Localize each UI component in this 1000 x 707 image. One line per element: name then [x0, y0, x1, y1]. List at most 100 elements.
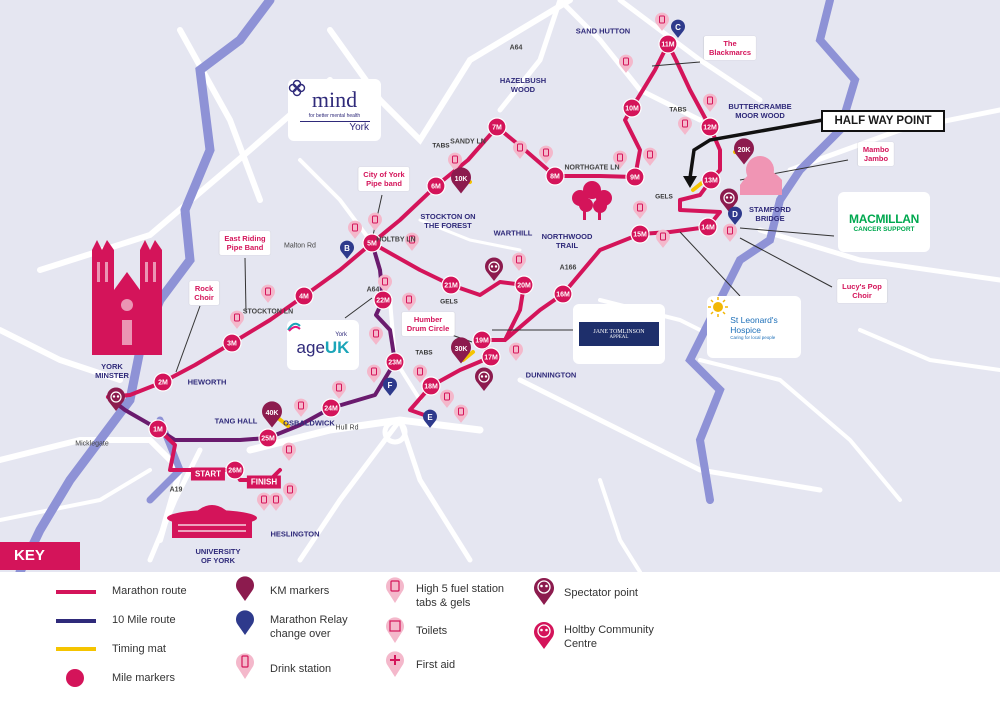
aid-station-icon	[332, 380, 347, 399]
spectator-point-icon	[485, 257, 503, 281]
aid-station-icon	[230, 310, 244, 329]
key-label-fuel: High 5 fuel station tabs & gels	[416, 583, 505, 609]
york-minster-illustration	[92, 240, 162, 355]
mile-marker: 12M	[700, 117, 720, 137]
aid-station-icon	[643, 147, 658, 166]
key-ten-mile-line-icon	[56, 619, 96, 623]
mile-marker-label: 11M	[661, 42, 674, 49]
mile-marker-label: 23M	[388, 360, 402, 367]
aid-station-icon	[367, 212, 382, 231]
university-of-york-illustration	[167, 505, 257, 538]
jane-name: JANE TOMLINSON	[593, 328, 645, 335]
aid-station-icon	[405, 232, 420, 251]
station-type-label: TABS	[432, 142, 450, 150]
relay-label: C	[675, 23, 681, 32]
aid-station-icon	[678, 116, 693, 135]
key-label-spectator: Spectator point	[564, 587, 638, 599]
spectator-point-icon	[107, 387, 125, 411]
start-label: START	[190, 467, 226, 481]
mile-marker: 6M	[426, 176, 446, 196]
mind-york-logo: mind for better mental health York	[288, 79, 381, 141]
aid-station-icon	[348, 220, 362, 239]
mile-marker: 17M	[481, 347, 501, 367]
road-label: NORTHGATE LN	[564, 164, 620, 172]
mile-marker: 25M	[258, 428, 278, 448]
mile-marker-label: 9M	[630, 175, 640, 182]
key-timing-mat-icon	[56, 647, 96, 651]
place-label: YORK MINSTER	[95, 362, 129, 380]
mile-marker-label: 17M	[484, 355, 498, 362]
road-label: A19	[169, 486, 183, 494]
mile-marker: 2M	[153, 372, 173, 392]
km-marker-label: 10K	[455, 176, 468, 183]
km-marker-label: 40K	[266, 410, 279, 417]
mile-marker: 1M	[148, 419, 168, 439]
entertainment-label: Mambo Jambo	[857, 142, 895, 166]
place-label: SAND HUTTON	[575, 26, 631, 36]
km-marker: 40K	[261, 401, 282, 428]
aid-station-icon	[633, 200, 648, 219]
entertainment-label: The Blackmarcs	[703, 36, 757, 60]
northwood-trees-illustration	[572, 181, 612, 220]
aid-station-icon	[539, 145, 553, 164]
key-label-relay: Marathon Relay change over	[270, 614, 348, 640]
place-label: STOCKTON ON THE FOREST	[420, 212, 476, 230]
station-type-label: GELS	[655, 193, 673, 201]
place-label: TANG HALL	[214, 416, 258, 426]
mile-marker-label: 22M	[376, 298, 390, 305]
mile-marker: 26M	[225, 460, 245, 480]
mile-marker-label: 7M	[492, 125, 502, 132]
key-label-toilets: Toilets	[416, 625, 448, 637]
aid-station-icon	[723, 223, 737, 242]
road-label: A64	[366, 286, 380, 294]
key-label-timing: Timing mat	[112, 643, 166, 655]
aid-station-icon	[283, 482, 298, 501]
place-label: NORTHWOOD TRAIL	[541, 232, 593, 250]
aid-station-icon	[269, 492, 284, 511]
aid-station-icon	[512, 252, 527, 271]
sun-icon	[708, 297, 728, 317]
road-label: Hull Rd	[335, 424, 359, 432]
timing-mats	[276, 144, 750, 428]
place-label: HAZELBUSH WOOD	[499, 76, 547, 94]
mile-marker-label: 25M	[261, 436, 275, 443]
key-holtby-centre-icon	[534, 622, 554, 649]
entertainment-label: Lucy's Pop Choir	[837, 279, 887, 303]
place-label: DUNNINGTON	[525, 370, 577, 380]
mile-marker-label: 6M	[431, 184, 441, 191]
place-label: UNIVERSITY OF YORK	[195, 547, 241, 565]
mile-marker: 22M	[373, 290, 393, 310]
mile-marker-label: 14M	[701, 225, 715, 232]
mind-name: mind	[311, 87, 358, 112]
place-label: WARTHILL	[493, 228, 533, 238]
relay-changeover-marker: B	[340, 240, 354, 259]
place-label: BUTTERCRAMBE MOOR WOOD	[728, 102, 792, 120]
key-label-drink: Drink station	[270, 663, 332, 675]
mile-marker-label: 8M	[550, 174, 560, 181]
macmillan-sub: CANCER SUPPORT	[853, 225, 915, 233]
key-label-holtby: Holtby Community Centre	[564, 624, 654, 650]
road-label: Malton Rd	[284, 242, 316, 250]
mile-marker-label: 16M	[556, 292, 570, 299]
key-label-mile: Mile markers	[112, 672, 175, 684]
mile-marker-label: 4M	[299, 294, 309, 301]
mile-marker: 7M	[487, 117, 507, 137]
station-type-label: TABS	[415, 349, 433, 357]
mile-marker-label: 18M	[424, 384, 438, 391]
aid-station-icon	[454, 404, 469, 423]
mile-marker-label: 24M	[324, 406, 338, 413]
place-label: HESLINGTON	[270, 529, 320, 539]
mile-marker: 23M	[385, 352, 405, 372]
key-mile-marker-icon	[66, 669, 84, 687]
relay-label: B	[344, 244, 350, 253]
mile-marker: 10M	[622, 98, 642, 118]
jane-sub: APPEAL	[609, 334, 629, 340]
halfway-arrow	[683, 118, 824, 188]
aid-station-icon	[369, 326, 383, 345]
road-label: A64	[509, 44, 523, 52]
key-label-marathon: Marathon route	[112, 585, 187, 597]
aid-station-icon	[513, 140, 528, 159]
aid-station-icon	[378, 274, 392, 293]
relay-label: E	[427, 413, 433, 422]
